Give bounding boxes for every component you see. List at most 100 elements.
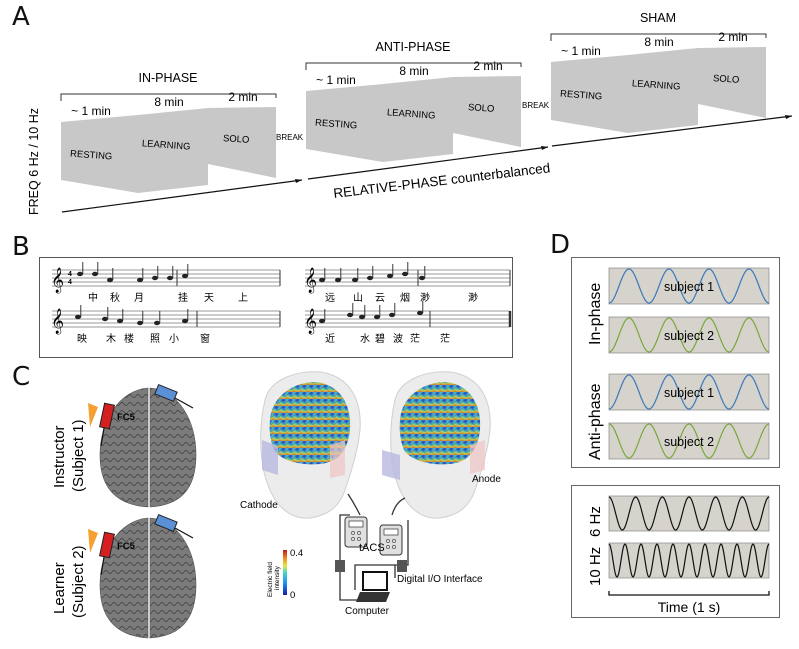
lyric-char: 茫 bbox=[440, 332, 450, 345]
colorbar-title-1: Electric field bbox=[267, 562, 274, 597]
phase-card-resting: RESTING ~ 1 min bbox=[306, 73, 383, 162]
note bbox=[137, 277, 143, 283]
svg-text:FC5: FC5 bbox=[117, 412, 136, 423]
wave-line bbox=[608, 496, 770, 531]
cathode-label: Cathode bbox=[240, 500, 278, 511]
note bbox=[319, 318, 325, 324]
lyric-char: 小 bbox=[169, 333, 179, 345]
note bbox=[92, 271, 98, 277]
lightning-icon bbox=[88, 529, 98, 553]
phase-duration: 8 min bbox=[644, 35, 673, 49]
note bbox=[359, 314, 365, 320]
wave-line bbox=[608, 423, 770, 459]
phase-label: SOLO bbox=[468, 102, 495, 115]
freq-6hz-label: 6 Hz bbox=[587, 506, 604, 537]
lyric-char: 波 bbox=[393, 332, 403, 345]
wave-label: subject 2 bbox=[664, 435, 714, 449]
note bbox=[182, 273, 188, 279]
note bbox=[387, 273, 393, 279]
note bbox=[102, 316, 108, 322]
note bbox=[374, 314, 380, 320]
time-label: Time (1 s) bbox=[658, 599, 720, 615]
subject-label-learner: Learner (Subject 2) bbox=[51, 545, 87, 618]
block-bracket bbox=[550, 33, 767, 41]
note bbox=[182, 318, 188, 324]
lyric-char: 月 bbox=[134, 292, 144, 304]
note bbox=[137, 320, 143, 326]
svg-text:FC5: FC5 bbox=[117, 541, 136, 552]
wave-in-phase-subject-1: subject 1 bbox=[608, 267, 770, 305]
lyric-char: 秋 bbox=[110, 291, 120, 304]
phase-label: RESTING bbox=[560, 89, 603, 103]
lyric-char: 近 bbox=[325, 332, 335, 345]
phase-label: LEARNING bbox=[142, 138, 191, 152]
svg-text:(Subject 2): (Subject 2) bbox=[70, 545, 87, 618]
staff: 𝄞远山云烟渺渺 bbox=[304, 262, 511, 304]
lyric-char: 渺 bbox=[420, 292, 430, 304]
svg-text:Learner: Learner bbox=[51, 562, 68, 614]
lyric-char: 楼 bbox=[124, 332, 134, 345]
wave-label: subject 2 bbox=[664, 329, 714, 343]
phase-label: LEARNING bbox=[632, 78, 681, 92]
phase-card-resting: RESTING~ 1 min bbox=[551, 44, 628, 133]
svg-text:(Subject 1): (Subject 1) bbox=[70, 419, 87, 492]
lyric-char: 云 bbox=[375, 293, 385, 304]
lyric-char: 水 bbox=[360, 333, 370, 345]
phase-card-solo: SOLO 2 min bbox=[698, 30, 766, 118]
lyric-char: 远 bbox=[325, 292, 335, 304]
lyric-char: 映 bbox=[77, 333, 87, 345]
panel-d-letter: D bbox=[550, 230, 571, 260]
frequency-box bbox=[571, 485, 780, 618]
colorbar bbox=[283, 550, 287, 595]
lyric-char: 挂 bbox=[178, 291, 188, 304]
treble-clef-icon: 𝄞 bbox=[51, 267, 64, 293]
io-connector-left bbox=[335, 560, 345, 572]
note bbox=[75, 314, 81, 320]
note bbox=[117, 318, 123, 324]
block-bracket bbox=[60, 93, 277, 101]
phase-duration: ~ 1 min bbox=[316, 73, 356, 87]
panel-b-letter: B bbox=[12, 232, 30, 262]
phase-box bbox=[571, 257, 780, 468]
io-connector-right bbox=[397, 560, 407, 572]
block-bracket bbox=[305, 62, 522, 70]
wave-line bbox=[608, 268, 770, 304]
lyric-char: 中 bbox=[88, 291, 98, 304]
note bbox=[367, 275, 373, 281]
staff: 𝄞映木楼照小窗 bbox=[51, 305, 281, 345]
colorbar-max: 0.4 bbox=[290, 548, 303, 559]
phase-duration: 2 min bbox=[718, 30, 747, 44]
wave-line bbox=[608, 317, 770, 353]
note bbox=[419, 275, 425, 281]
wave-6hz bbox=[608, 495, 770, 532]
phase-label: RESTING bbox=[315, 118, 358, 132]
lyric-char: 上 bbox=[238, 292, 248, 304]
phase-card-resting: RESTING~ 1 min bbox=[61, 104, 138, 193]
tacs-label: tACS bbox=[359, 542, 385, 554]
colorbar-min: 0 bbox=[290, 590, 295, 601]
note bbox=[167, 275, 173, 281]
tacs-device-1 bbox=[344, 516, 368, 548]
lyric-char: 山 bbox=[353, 292, 363, 304]
lyric-char: 碧 bbox=[375, 333, 385, 345]
timeline-arrow bbox=[61, 115, 793, 213]
wave-line bbox=[608, 543, 770, 578]
digital-io-label: Digital I/O Interface bbox=[397, 574, 483, 585]
computer-label: Computer bbox=[345, 606, 390, 617]
treble-clef-icon: 𝄞 bbox=[304, 308, 317, 334]
svg-text:4: 4 bbox=[68, 279, 72, 286]
phase-label: SOLO bbox=[713, 73, 740, 86]
electrode-fc5-2: FC5 bbox=[88, 529, 136, 576]
time-signature: 44 bbox=[68, 271, 72, 286]
electrode-blue-1 bbox=[154, 383, 194, 409]
note bbox=[319, 277, 325, 283]
lyric-char: 渺 bbox=[468, 292, 478, 304]
wave-in-phase-subject-2: subject 2 bbox=[608, 316, 770, 354]
block-title: SHAM bbox=[640, 11, 676, 25]
lyric-char: 照 bbox=[150, 333, 160, 345]
